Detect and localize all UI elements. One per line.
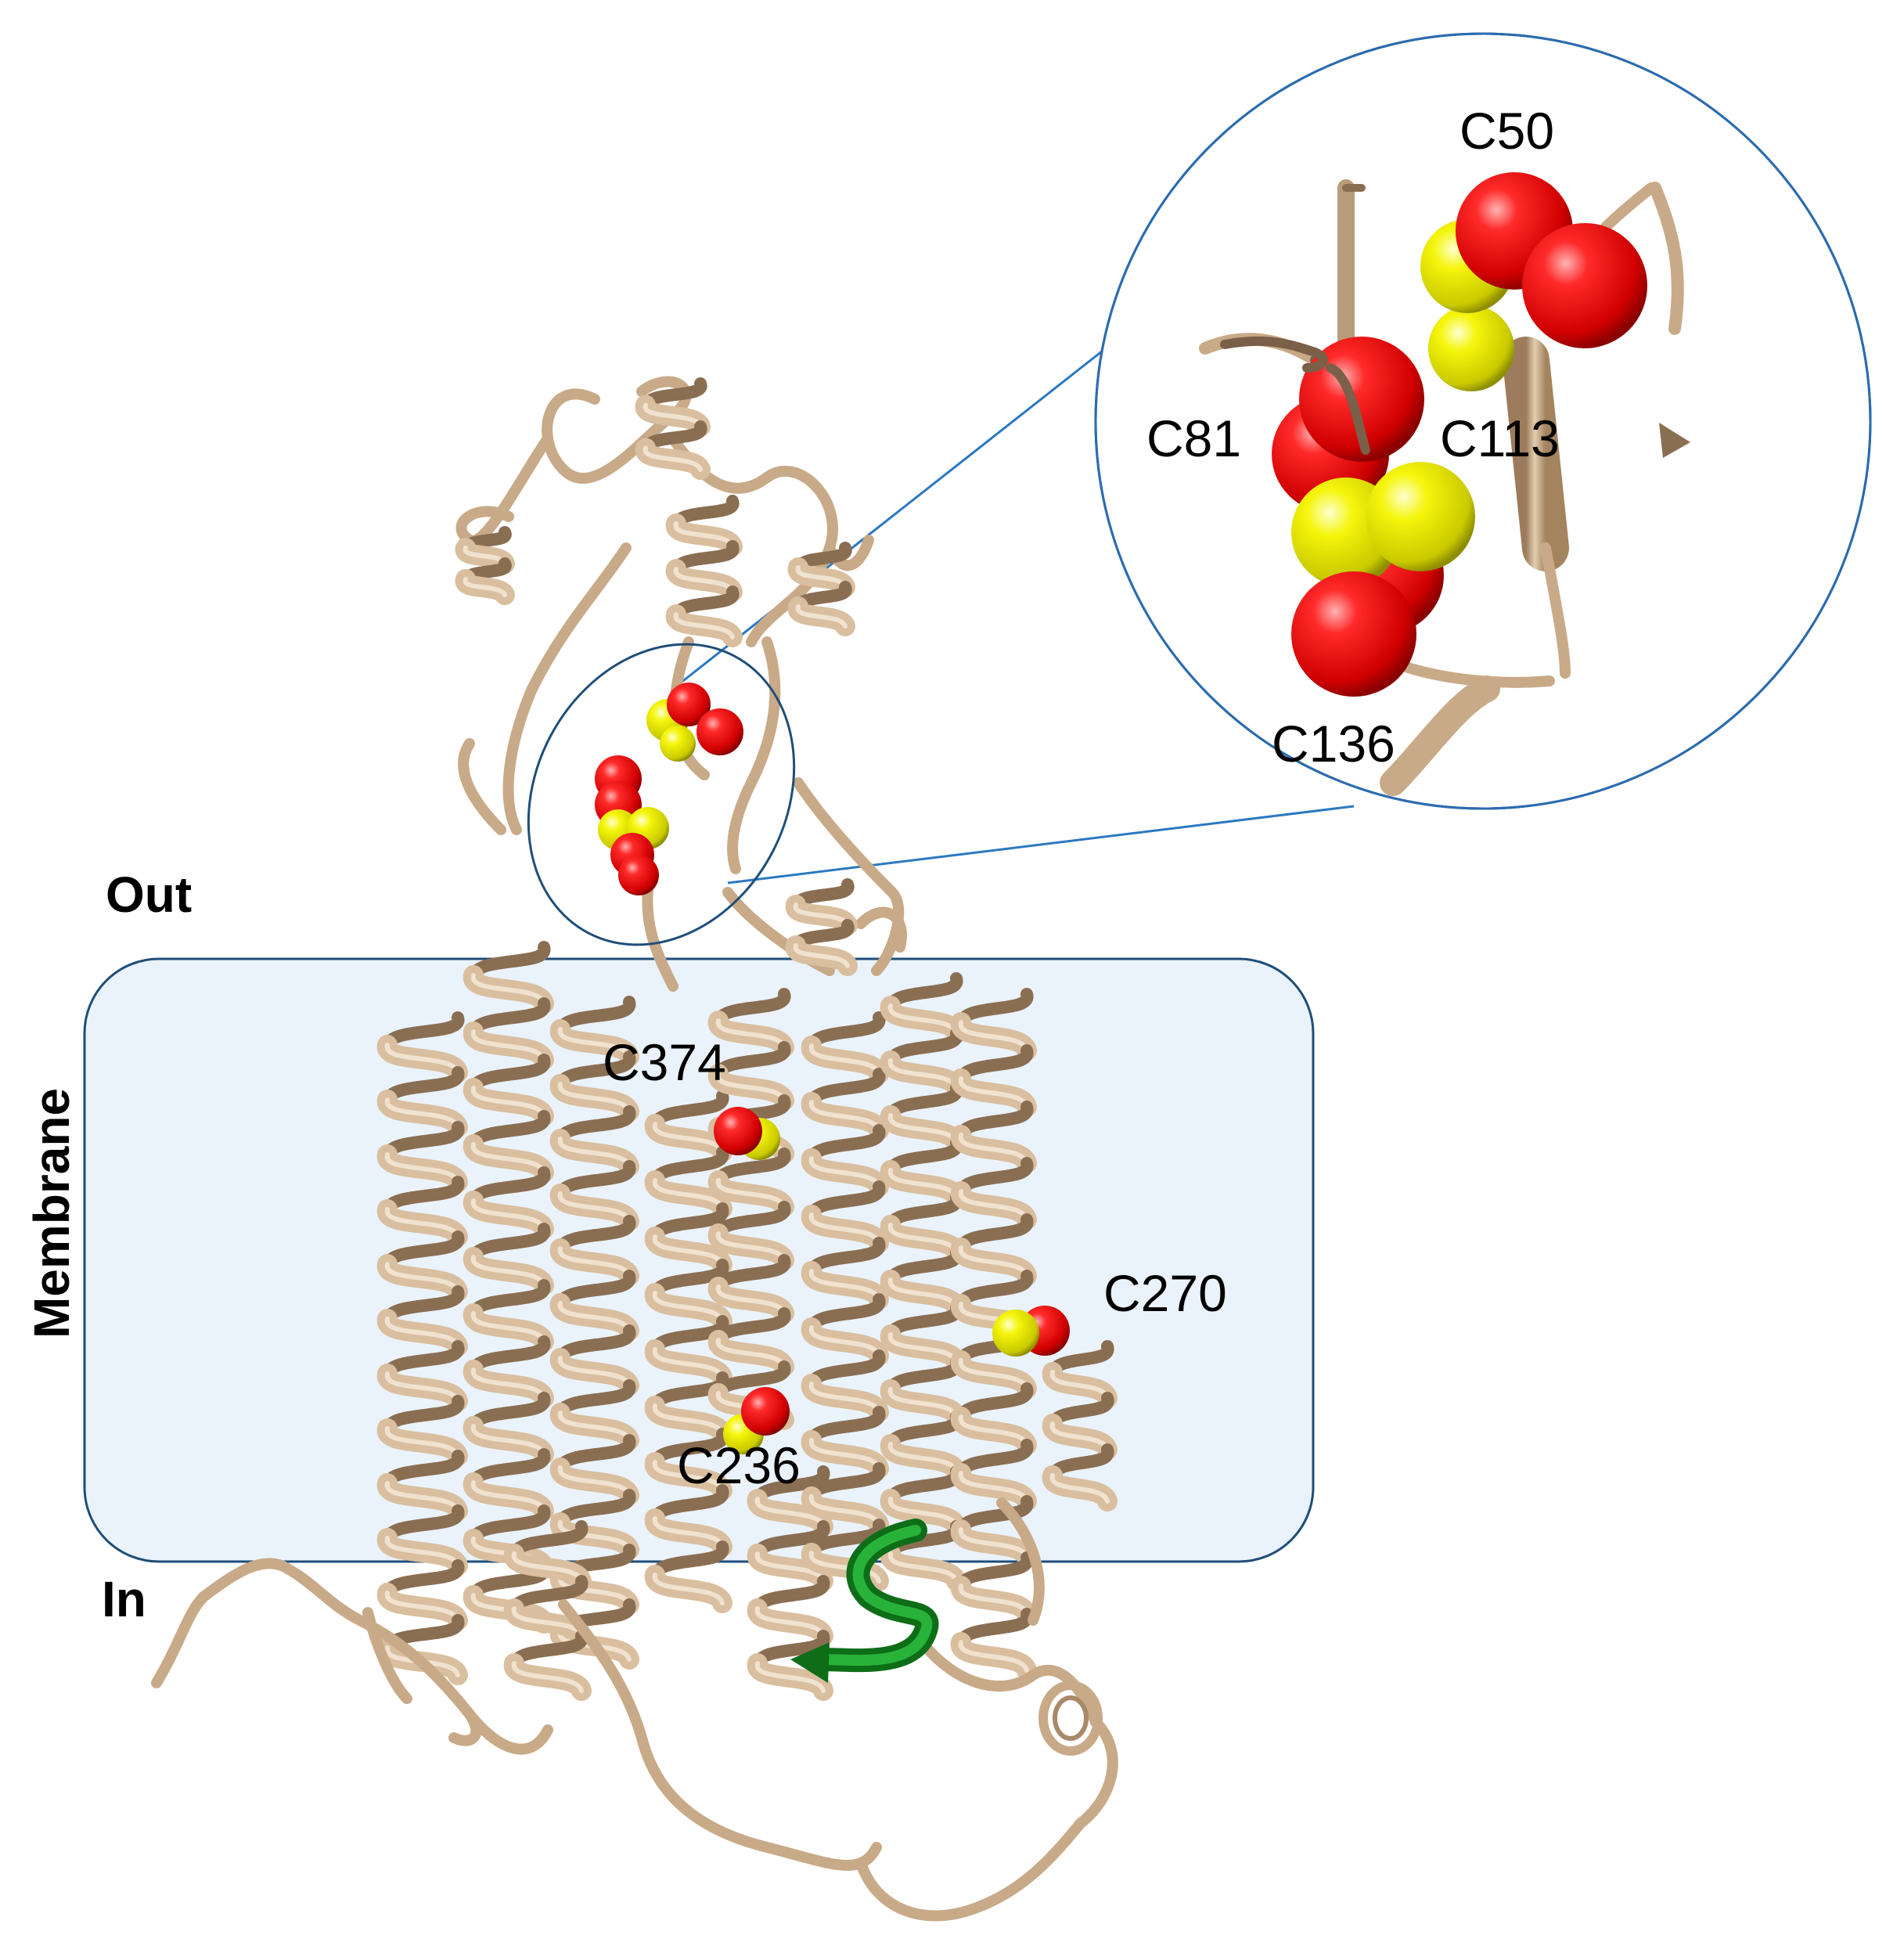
tm-helix-6 [747, 1465, 833, 1701]
tm-helix-3 [550, 996, 639, 1670]
label-c270: C270 [1103, 1264, 1227, 1322]
ecd-helix-2 [665, 495, 743, 647]
tm-helix-9 [951, 988, 1037, 1681]
motif-helix [790, 1519, 939, 1683]
label-c81: C81 [1146, 409, 1241, 467]
cys-spheres-extracellular [595, 683, 743, 895]
extracellular-domain-helices [455, 377, 858, 976]
label-membrane: Membrane [23, 1088, 80, 1338]
cys270-spheres [992, 1306, 1070, 1357]
zoom-inset-ellipse-shape [1094, 32, 1872, 810]
cys374-spheres [714, 1107, 780, 1160]
ecd-helix-5 [785, 878, 858, 976]
ribbon-coil-ring-inner [1053, 1695, 1089, 1741]
label-c136: C136 [1272, 715, 1395, 773]
tm-helix-7 [801, 1011, 889, 1591]
ribbon-coil-ring [1038, 1681, 1103, 1756]
label-c113: C113 [1440, 409, 1560, 467]
label-c374: C374 [603, 1033, 726, 1091]
ecd-helix-3 [787, 542, 855, 636]
inset-overlay-strand-2 [1326, 363, 1370, 455]
tm-helix-10 [1042, 1340, 1118, 1511]
label-in: In [102, 1571, 146, 1627]
ecd-helix-1 [635, 377, 711, 480]
label-c236: C236 [677, 1436, 801, 1494]
label-out: Out [106, 867, 192, 923]
label-c50: C50 [1459, 102, 1554, 160]
zoom-source-ellipse [527, 643, 796, 946]
tm-helix-4 [645, 1090, 732, 1613]
zoom-connector-bottom [727, 805, 1355, 885]
cys236-spheres [723, 1387, 790, 1454]
inset-overlay-strand [1220, 336, 1328, 373]
ecd-helix-4 [455, 526, 515, 605]
transmembrane-helices [377, 941, 1118, 1701]
